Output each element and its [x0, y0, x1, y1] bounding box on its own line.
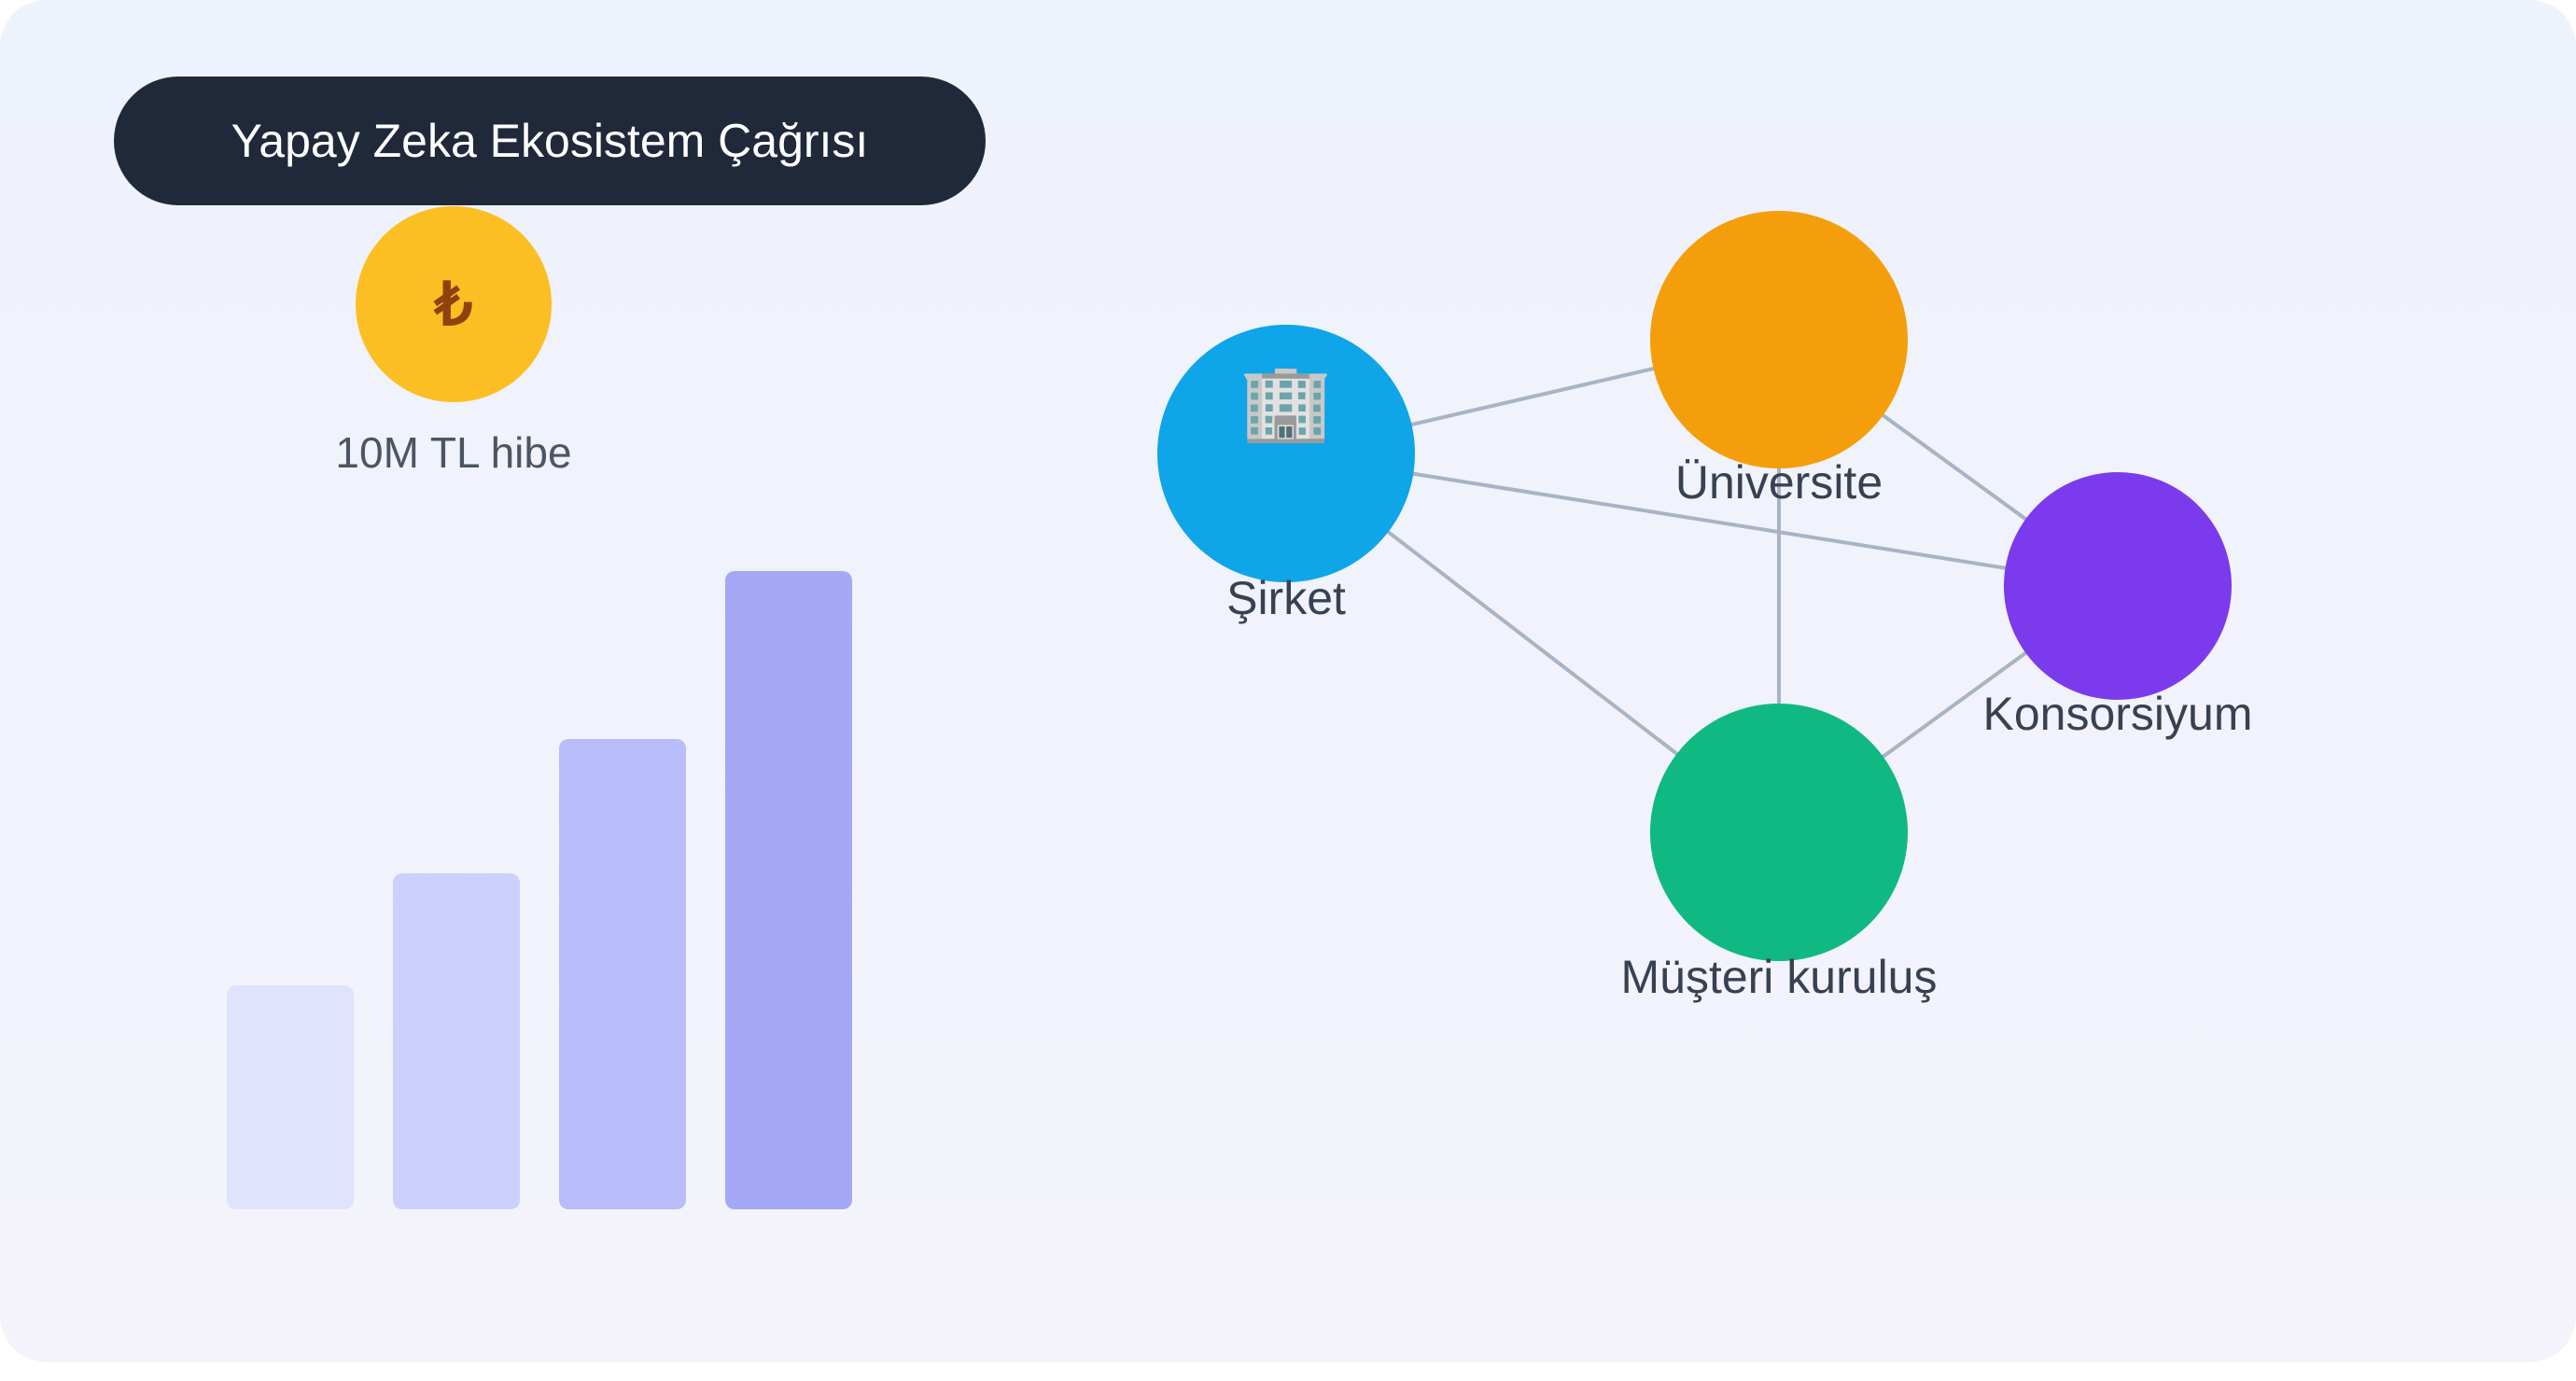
node-label-musteri: Müşteri kuruluş — [1620, 951, 1938, 1003]
node-universite — [1650, 211, 1908, 468]
lira-coin-icon: ₺ — [356, 206, 552, 402]
node-label-universite: Üniversite — [1674, 456, 1883, 509]
growth-bar-1 — [227, 985, 354, 1209]
growth-bar-3 — [559, 739, 686, 1209]
edge-sirket-konsorsiyum — [1285, 452, 2119, 588]
node-sirket — [1157, 325, 1415, 582]
office-building-icon: 🏢 — [1239, 360, 1333, 444]
lira-symbol: ₺ — [434, 270, 473, 338]
node-konsorsiyum — [2004, 472, 2232, 700]
growth-bar-4 — [725, 571, 852, 1209]
node-musteri — [1650, 704, 1908, 961]
node-label-sirket: Şirket — [1226, 572, 1346, 624]
title-banner: Yapay Zeka Ekosistem Çağrısı — [114, 77, 986, 205]
grant-amount-label: 10M TL hibe — [335, 428, 572, 477]
node-label-konsorsiyum: Konsorsiyum — [1982, 688, 2253, 740]
growth-bar-2 — [393, 873, 520, 1209]
